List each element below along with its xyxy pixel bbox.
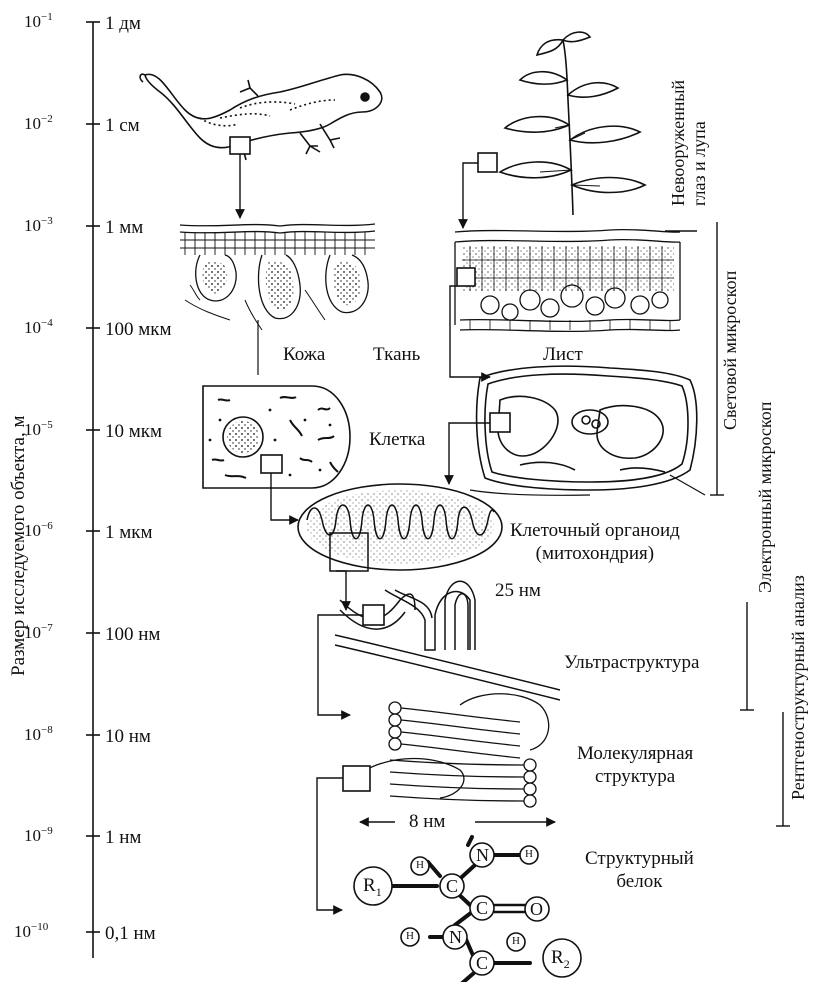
plant-illustration (500, 32, 645, 215)
label-molecular-line2: структура (577, 766, 693, 789)
tick-label-7: 100 нм (105, 625, 160, 644)
method-naked-eye: Невооруженный глаз и лупа (668, 80, 709, 206)
atom-c3-text: C (476, 954, 488, 972)
label-protein-line1: Структурный (585, 848, 694, 871)
tick-label-5: 10 мкм (105, 422, 162, 441)
tick-exp-3: 10−3 (24, 216, 53, 234)
label-organelle: Клеточный органоид (митохондрия) (510, 520, 680, 566)
zoom-box-animal-cell (261, 455, 282, 473)
protein-bonds (392, 837, 530, 982)
atom-h3-text: H (406, 931, 414, 942)
label-molecular-line1: Молекулярная (577, 743, 693, 766)
label-protein: Структурный белок (585, 848, 694, 894)
tick-exp-4: 10−4 (24, 318, 53, 336)
skin-tissue-illustration (180, 224, 375, 375)
tick-exp-8: 10−8 (24, 725, 53, 743)
tick-label-3: 1 мм (105, 218, 143, 237)
tick-label-4: 100 мкм (105, 320, 172, 339)
zoom-box-molecular (343, 766, 370, 791)
arrow-leaf-to-plant-cell (450, 286, 490, 377)
label-tissue: Ткань (373, 345, 420, 364)
tick-exp-10: 10−10 (14, 922, 48, 940)
tick-label-6: 1 мкм (105, 523, 153, 542)
tick-label-10: 0,1 нм (105, 924, 156, 943)
zoom-box-plant (478, 153, 497, 172)
label-organelle-line1: Клеточный органоид (510, 520, 680, 543)
mitochondrion-illustration (298, 484, 502, 570)
method-electron-microscope: Электронный микроскоп (755, 402, 776, 593)
label-ultrastructure: Ультраструктура (564, 653, 699, 672)
zoom-box-lizard (230, 137, 250, 154)
label-protein-line2: белок (585, 871, 694, 894)
arrow-animal-cell-to-mitochondrion (271, 473, 298, 520)
atom-o-text: O (530, 900, 543, 918)
atom-c2-text: C (476, 899, 488, 917)
arrow-molecular-to-protein (317, 778, 343, 910)
method-naked-eye-line1: Невооруженный (668, 80, 689, 206)
tick-exp-7: 10−7 (24, 623, 53, 641)
leaf-tissue-illustration (455, 230, 680, 332)
zoom-box-plant-cell (490, 413, 510, 432)
label-skin: Кожа (283, 345, 325, 364)
atom-h1-text: H (416, 860, 424, 871)
atom-r1-text: R1 (363, 876, 382, 898)
method-light-microscope: Световой микроскоп (720, 271, 741, 430)
tick-exp-1: 10−1 (24, 12, 53, 30)
tick-exp-6: 10−6 (24, 521, 53, 539)
atom-h4-text: H (512, 936, 520, 947)
tick-label-8: 10 нм (105, 727, 151, 746)
arrow-plant-to-leaf (463, 163, 478, 228)
atom-c1-text: C (446, 877, 458, 895)
tick-exp-2: 10−2 (24, 114, 53, 132)
atom-n2-text: N (449, 928, 462, 946)
tick-label-9: 1 нм (105, 828, 141, 847)
protein-atoms (354, 843, 581, 977)
tick-exp-5: 10−5 (24, 420, 53, 438)
arrow-ultrastructure-to-molecular (318, 615, 363, 715)
atom-n1-text: N (476, 846, 489, 864)
atom-h2-text: H (525, 849, 533, 860)
lizard-illustration (140, 74, 382, 160)
tick-label-2: 1 см (105, 116, 140, 135)
tick-label-1: 1 дм (105, 14, 141, 33)
zoom-box-leaf (457, 268, 475, 286)
label-leaf: Лист (543, 345, 583, 364)
atom-r2-text: R2 (551, 948, 570, 970)
carbonyl-double-bond (494, 905, 527, 912)
method-naked-eye-line2: глаз и лупа (689, 80, 710, 206)
label-8nm: 8 нм (409, 812, 445, 831)
method-xray-analysis: Рентгеноструктурный анализ (788, 575, 809, 800)
tick-exp-9: 10−9 (24, 826, 53, 844)
label-25nm: 25 нм (495, 581, 541, 600)
label-cell: Клетка (369, 430, 425, 449)
label-molecular: Молекулярная структура (577, 743, 693, 789)
zoom-box-ultrastructure (363, 605, 384, 625)
molecular-structure-illustration (350, 694, 549, 807)
label-organelle-line2: (митохондрия) (510, 543, 680, 566)
